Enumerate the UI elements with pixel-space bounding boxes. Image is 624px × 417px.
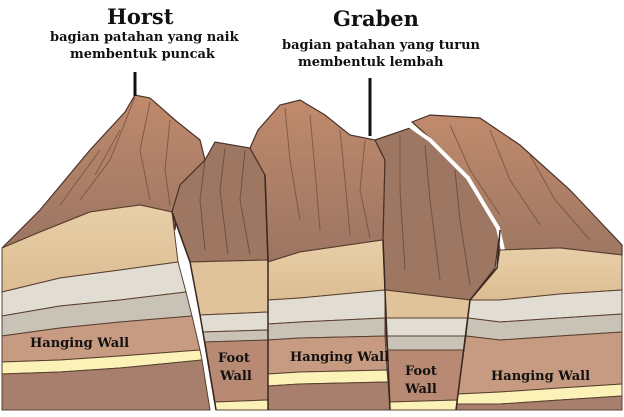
foot-left-strata-tan: [189, 259, 269, 316]
foot-left-strata-light: [199, 311, 269, 333]
foot-wall-left-label-line1: Foot: [218, 351, 250, 366]
fault-line-1: [171, 211, 217, 411]
horst-description-line2: membentuk puncak: [70, 47, 215, 62]
hanging-wall-center-label: Hanging Wall: [290, 350, 390, 365]
foot-wall-right-label-line1: Foot: [405, 364, 437, 379]
horst-title: Horst: [107, 4, 174, 29]
left-strata-dark: [1, 359, 211, 411]
foot-left-strata-cream: [214, 399, 269, 411]
right-block: [408, 114, 623, 411]
graben-description-line2: membentuk lembah: [298, 55, 444, 70]
graben-title: Graben: [333, 6, 419, 31]
horst-description-line1: bagian patahan yang naik: [50, 30, 239, 45]
foot-wall-right-label-line2: Wall: [405, 382, 437, 397]
fault-line-3: [382, 239, 391, 411]
graben-description-line1: bagian patahan yang turun: [282, 38, 480, 53]
foot-wall-right-block: [374, 127, 501, 411]
fault-line-2: [264, 174, 269, 410]
foot-right-strata-light: [385, 317, 469, 337]
foot-right-strata-gray: [385, 335, 467, 351]
foot-right-strata-cream: [389, 399, 459, 411]
center-surface: [249, 99, 386, 263]
left-block: [1, 94, 211, 411]
fault-line-4: [455, 229, 501, 411]
hanging-wall-left-label: Hanging Wall: [30, 336, 130, 351]
hanging-wall-right-label: Hanging Wall: [491, 369, 591, 384]
foot-wall-left-block: [171, 141, 269, 411]
foot-wall-left-label-line2: Wall: [220, 369, 252, 384]
center-strata-dark: [267, 381, 391, 411]
